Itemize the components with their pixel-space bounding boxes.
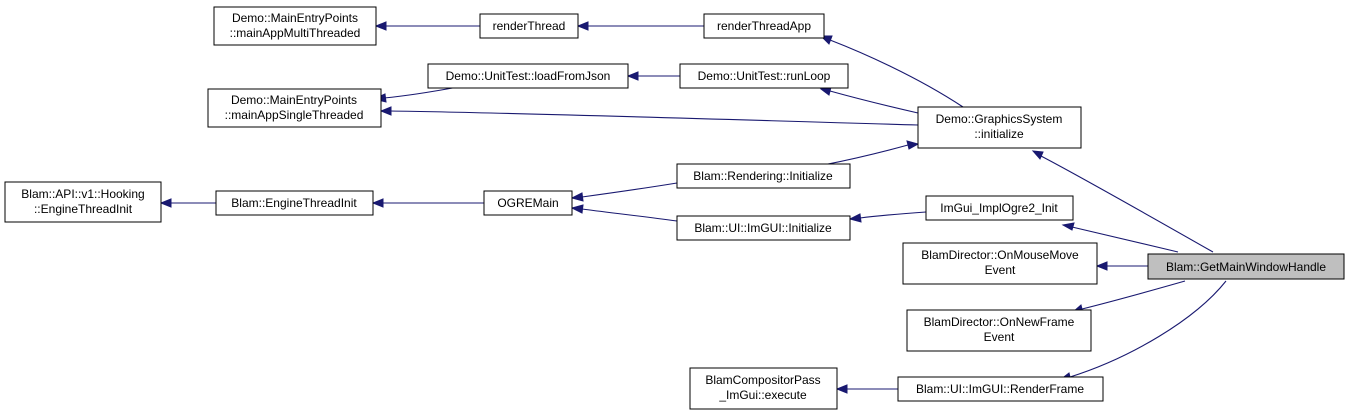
node-unit-test-load-from-json[interactable]: Demo::UnitTest::loadFromJson — [427, 63, 629, 89]
node-on-mouse-move-event[interactable]: BlamDirector::OnMouseMove Event — [902, 242, 1098, 285]
node-get-main-window-handle: Blam::GetMainWindowHandle — [1147, 253, 1345, 280]
node-main-app-multi-threaded[interactable]: Demo::MainEntryPoints ::mainAppMultiThre… — [213, 6, 377, 46]
node-label: Demo::UnitTest::loadFromJson — [446, 69, 611, 83]
node-label: _ImGui::execute — [718, 388, 807, 402]
node-label: renderThread — [493, 19, 566, 33]
node-label: BlamCompositorPass — [705, 373, 820, 387]
node-label: Demo::MainEntryPoints — [232, 11, 358, 25]
node-hooking-engine-thread-init[interactable]: Blam::API::v1::Hooking ::EngineThreadIni… — [4, 181, 162, 223]
node-label: Blam::API::v1::Hooking — [21, 187, 144, 201]
node-label: ::EngineThreadInit — [34, 202, 133, 216]
node-compositor-pass-execute[interactable]: BlamCompositorPass _ImGui::execute — [689, 367, 838, 410]
node-render-thread-app[interactable]: renderThreadApp — [703, 13, 825, 39]
node-label: Demo::MainEntryPoints — [231, 93, 357, 107]
node-label: Blam::UI::ImGUI::RenderFrame — [916, 382, 1084, 396]
node-label: Event — [984, 330, 1015, 344]
node-label: Demo::UnitTest::runLoop — [698, 69, 831, 83]
node-rendering-initialize[interactable]: Blam::Rendering::Initialize — [676, 163, 851, 189]
node-unit-test-run-loop[interactable]: Demo::UnitTest::runLoop — [679, 63, 849, 89]
node-on-new-frame-event[interactable]: BlamDirector::OnNewFrame Event — [906, 309, 1092, 352]
node-render-thread[interactable]: renderThread — [479, 13, 579, 39]
node-label: renderThreadApp — [717, 19, 811, 33]
node-label: ::mainAppSingleThreaded — [225, 108, 364, 122]
node-imgui-initialize[interactable]: Blam::UI::ImGUI::Initialize — [676, 215, 851, 241]
node-ogre-main[interactable]: OGREMain — [483, 190, 573, 216]
node-graphics-system-initialize[interactable]: Demo::GraphicsSystem ::initialize — [917, 106, 1082, 149]
node-label: Blam::EngineThreadInit — [231, 196, 357, 210]
node-label: ::initialize — [974, 127, 1024, 141]
node-label: Blam::Rendering::Initialize — [693, 169, 833, 183]
node-label: ::mainAppMultiThreaded — [230, 26, 361, 40]
node-label: Demo::GraphicsSystem — [936, 112, 1063, 126]
node-label: BlamDirector::OnMouseMove — [921, 248, 1079, 262]
node-label: ImGui_ImplOgre2_Init — [940, 201, 1058, 215]
node-label: OGREMain — [497, 196, 558, 210]
node-label: Event — [985, 263, 1016, 277]
node-imgui-impl-ogre2-init[interactable]: ImGui_ImplOgre2_Init — [925, 195, 1074, 221]
node-label: Blam::UI::ImGUI::Initialize — [694, 221, 832, 235]
node-main-app-single-threaded[interactable]: Demo::MainEntryPoints ::mainAppSingleThr… — [207, 88, 382, 128]
node-engine-thread-init[interactable]: Blam::EngineThreadInit — [215, 190, 374, 216]
node-label: Blam::GetMainWindowHandle — [1166, 260, 1326, 274]
node-label: BlamDirector::OnNewFrame — [924, 315, 1075, 329]
node-imgui-render-frame[interactable]: Blam::UI::ImGUI::RenderFrame — [897, 376, 1104, 402]
